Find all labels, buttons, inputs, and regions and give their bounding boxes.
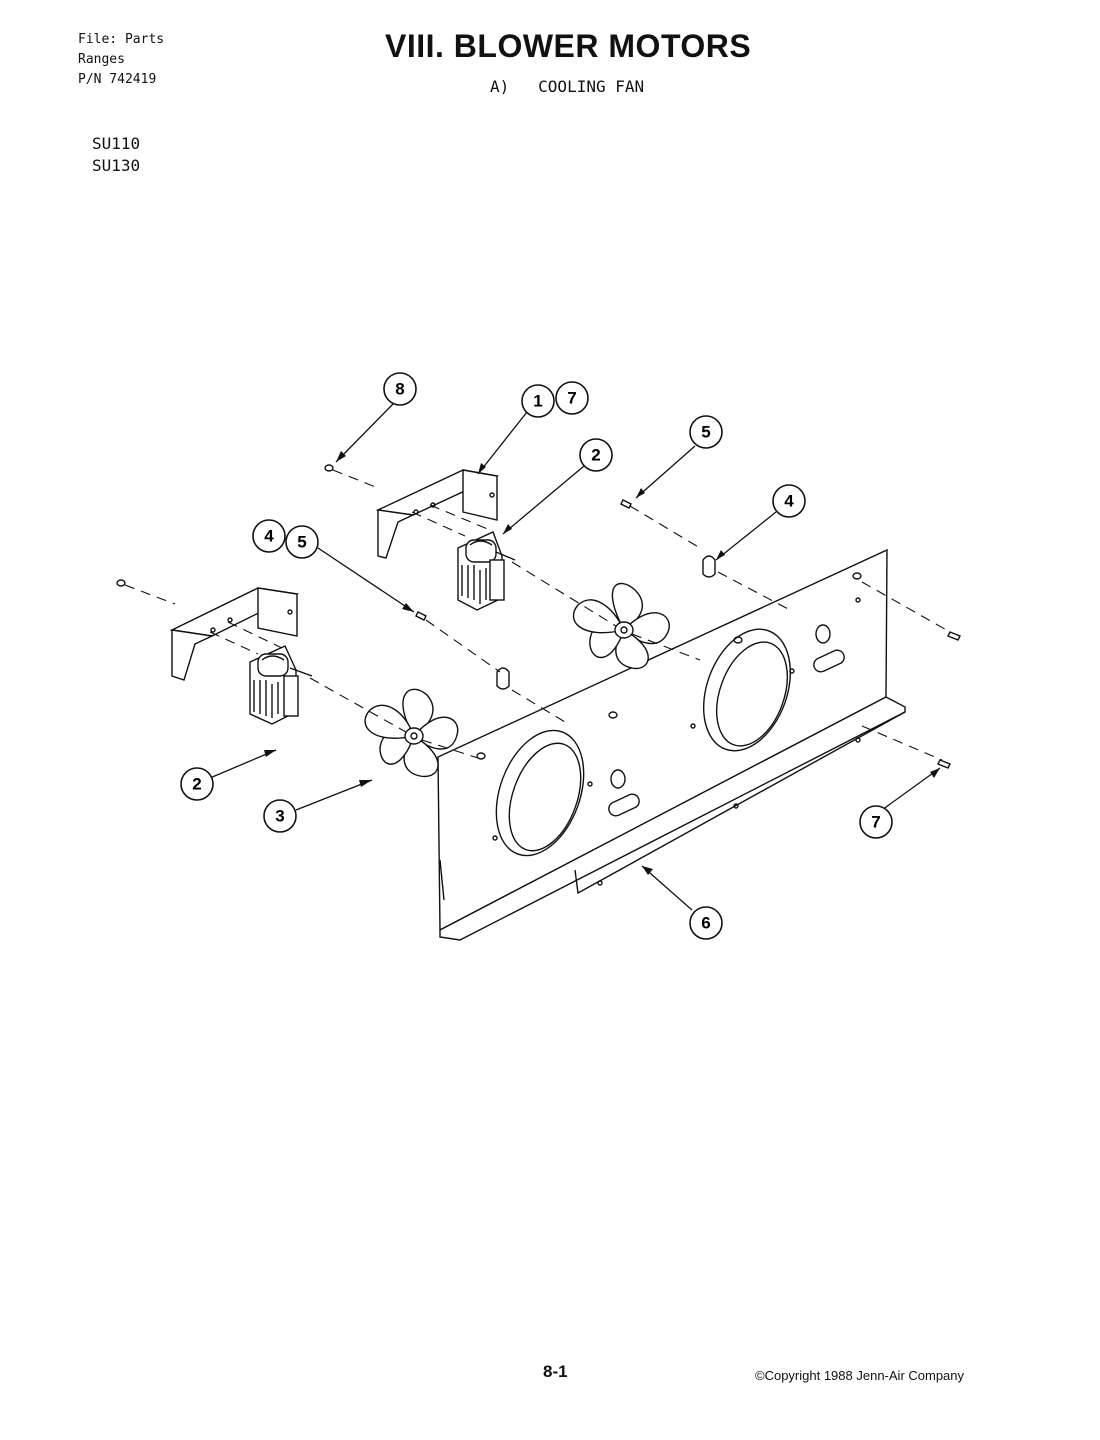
page-subtitle: A) COOLING FAN — [490, 77, 645, 96]
callout-7-bottom: 7 — [871, 813, 880, 832]
nut-lower — [116, 579, 126, 587]
clip-left — [496, 667, 510, 690]
callout-labels: 8 1 7 2 5 4 4 5 2 3 7 6 — [192, 380, 880, 933]
screw-panel-right — [947, 631, 961, 641]
callout-4-left: 4 — [264, 527, 274, 546]
clip-right — [702, 555, 716, 578]
callout-4-right: 4 — [784, 492, 794, 511]
page-title: VIII. BLOWER MOTORS — [385, 28, 752, 64]
assembly-lines — [124, 469, 951, 761]
page-number: 8-1 — [543, 1362, 568, 1381]
upper-motor-bracket — [375, 469, 500, 559]
callout-1: 1 — [533, 392, 542, 411]
callout-7-top: 7 — [567, 389, 576, 408]
callout-6: 6 — [701, 914, 710, 933]
screw-right — [620, 499, 632, 509]
lower-fan-motor — [249, 645, 313, 725]
hardware-parts — [116, 464, 961, 769]
file-line-parts: File: Parts — [78, 32, 165, 47]
model-list: SU110 SU130 — [92, 133, 140, 177]
screw-shelf — [937, 759, 951, 769]
upper-fan-motor — [457, 531, 516, 611]
fan-opening-right — [702, 628, 792, 752]
model-su130: SU130 — [92, 156, 141, 175]
file-info: File: Parts Ranges P/N 742419 — [78, 30, 164, 90]
callout-2-lower: 2 — [192, 775, 201, 794]
lower-motor-bracket — [169, 587, 300, 681]
upper-fan-blade — [572, 582, 670, 670]
screw-left — [415, 611, 427, 621]
file-line-ranges: Ranges — [78, 52, 125, 67]
callout-3: 3 — [275, 807, 284, 826]
copyright-notice: ©Copyright 1988 Jenn-Air Company — [755, 1368, 965, 1383]
control-panel-part — [437, 548, 906, 941]
fan-opening-left — [495, 729, 585, 857]
callout-5-right: 5 — [701, 423, 710, 442]
callout-8: 8 — [395, 380, 404, 399]
callout-5-left: 5 — [297, 533, 306, 552]
model-su110: SU110 — [92, 134, 141, 153]
leader-arrowheads — [264, 451, 940, 875]
file-line-part-number: P/N 742419 — [78, 72, 157, 87]
nut-upper — [324, 464, 334, 472]
leader-lines — [209, 403, 941, 911]
callout-circles — [180, 372, 893, 940]
callout-2-upper: 2 — [591, 446, 600, 465]
